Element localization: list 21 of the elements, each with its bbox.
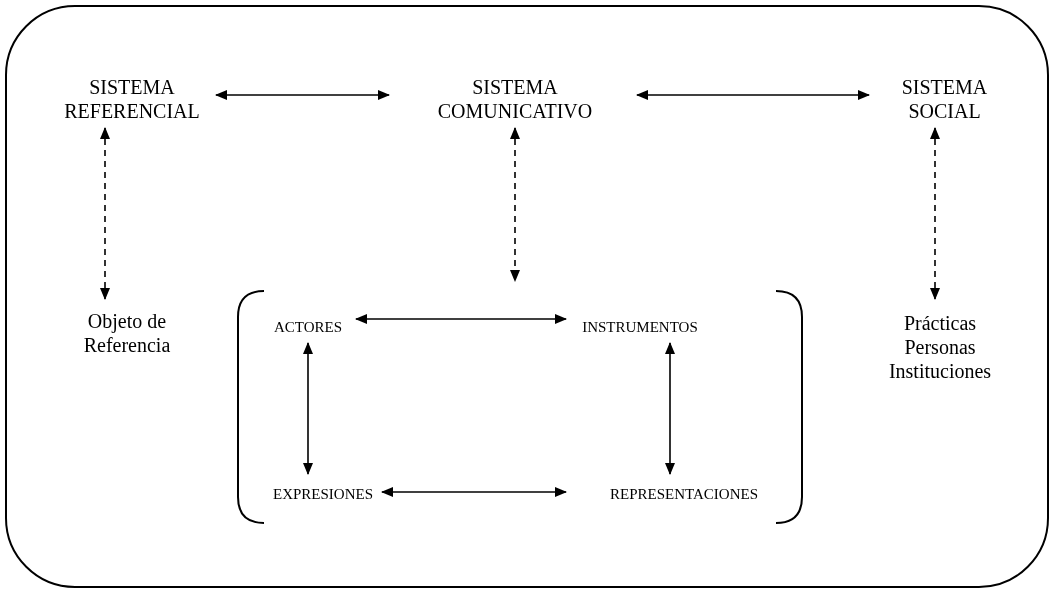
double-arrow xyxy=(215,90,390,100)
node-text: Instituciones xyxy=(888,359,992,383)
rounded-frame xyxy=(5,5,1049,588)
double-arrow xyxy=(381,487,567,497)
dashed-double-arrow xyxy=(930,127,940,300)
double-arrow xyxy=(665,342,675,475)
dashed-double-arrow xyxy=(510,127,520,282)
node-text: Objeto de Referencia xyxy=(82,309,172,357)
node-text: REPRESENTACIONES xyxy=(610,485,758,504)
node-text: SISTEMA COMUNICATIVO xyxy=(436,75,594,123)
node-text: Personas xyxy=(904,335,976,359)
node-text: Prácticas xyxy=(903,311,977,335)
node-text: SISTEMA REFERENCIAL xyxy=(63,75,201,123)
double-arrow xyxy=(303,342,313,475)
node-text: ACTORES xyxy=(273,318,343,337)
node-text: INSTRUMENTOS xyxy=(582,318,698,337)
dashed-double-arrow xyxy=(100,127,110,300)
double-arrow xyxy=(636,90,870,100)
node-text: EXPRESIONES xyxy=(273,485,373,504)
node-text: SISTEMA SOCIAL xyxy=(900,75,989,123)
double-arrow xyxy=(355,314,567,324)
